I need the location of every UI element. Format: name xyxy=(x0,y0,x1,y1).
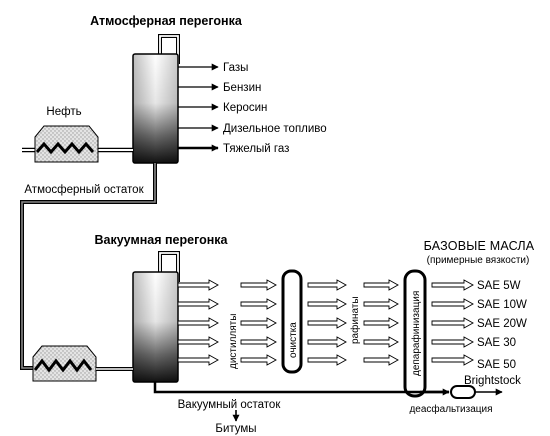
grade-label-30: SAE 30 xyxy=(477,337,516,349)
distillate-arrow xyxy=(177,317,219,329)
deasphalting-vessel xyxy=(450,385,476,399)
to-base-oils-arrows xyxy=(431,279,474,366)
vacuum-heater xyxy=(32,345,97,382)
heater-coil-icon xyxy=(35,141,95,155)
flow-arrow xyxy=(240,298,277,310)
atmospheric-residue-label: Атмосферный остаток xyxy=(24,184,144,196)
flow-arrow xyxy=(307,298,347,310)
base-oils-subtitle: (примерные вязкости) xyxy=(427,255,530,266)
flow-arrow xyxy=(240,317,277,329)
product-label-kerosene: Керосин xyxy=(223,102,267,114)
flow-arrow xyxy=(431,298,474,310)
to-cleaning-arrows xyxy=(240,279,277,366)
flow-arrow xyxy=(307,354,347,366)
flow-arrow xyxy=(307,336,347,348)
product-label-diesel: Дизельное топливо xyxy=(223,123,327,135)
atmospheric-product-arrows xyxy=(178,63,219,152)
flow-arrow xyxy=(363,354,399,366)
flow-arrow xyxy=(307,279,347,291)
bitumen-label: Битумы xyxy=(215,423,256,435)
crude-label: Нефть xyxy=(46,106,81,118)
grade-label-10w: SAE 10W xyxy=(477,299,527,311)
flow-arrow xyxy=(363,317,399,329)
dewaxing-vessel xyxy=(403,269,427,398)
flow-arrow xyxy=(363,336,399,348)
distillate-arrow xyxy=(177,279,219,291)
flow-arrow xyxy=(307,317,347,329)
heater-coil-icon xyxy=(33,358,93,373)
grade-label-20w: SAE 20W xyxy=(477,318,527,330)
flow-arrow xyxy=(363,279,399,291)
cleaning-vessel xyxy=(281,269,303,374)
flow-arrow xyxy=(363,298,399,310)
to-raffinates-arrows xyxy=(307,279,347,366)
raffinates-label: рафинаты xyxy=(349,296,361,344)
vacuum-residue-line xyxy=(153,382,449,394)
flow-arrow xyxy=(240,354,277,366)
vacuum-title: Вакуумная перегонка xyxy=(94,233,228,247)
product-label-gases: Газы xyxy=(223,62,248,74)
atmospheric-title: Атмосферная перегонка xyxy=(90,14,243,28)
dewaxing-label: депарафинизация xyxy=(410,291,422,376)
flow-arrow xyxy=(431,317,474,329)
flow-arrow xyxy=(431,336,474,348)
distillates-label: дистилляты xyxy=(228,314,239,369)
grade-label-50: SAE 50 xyxy=(477,359,516,371)
deasphalting-label: деасфальтизация xyxy=(409,403,492,415)
flow-arrow xyxy=(240,336,277,348)
grade-label-5w: SAE 5W xyxy=(477,280,521,292)
product-label-gasoline: Бензин xyxy=(223,82,261,94)
flow-arrow xyxy=(431,354,474,366)
distillate-arrow xyxy=(177,298,219,310)
flow-arrow xyxy=(431,279,474,291)
base-oils-title: БАЗОВЫЕ МАСЛА xyxy=(424,239,535,253)
cleaning-label: очистка xyxy=(288,322,299,358)
flow-arrow xyxy=(240,279,277,291)
product-label-heavy-gas: Тяжелый газ xyxy=(223,143,289,155)
to-dewaxing-arrows xyxy=(363,279,399,366)
vacuum-residue-label: Вакуумный остаток xyxy=(178,399,282,411)
distillate-arrow xyxy=(177,354,219,366)
brightstock-label: Brightstock xyxy=(464,375,521,387)
distillate-arrow xyxy=(177,336,219,348)
distillate-arrows xyxy=(177,279,219,366)
